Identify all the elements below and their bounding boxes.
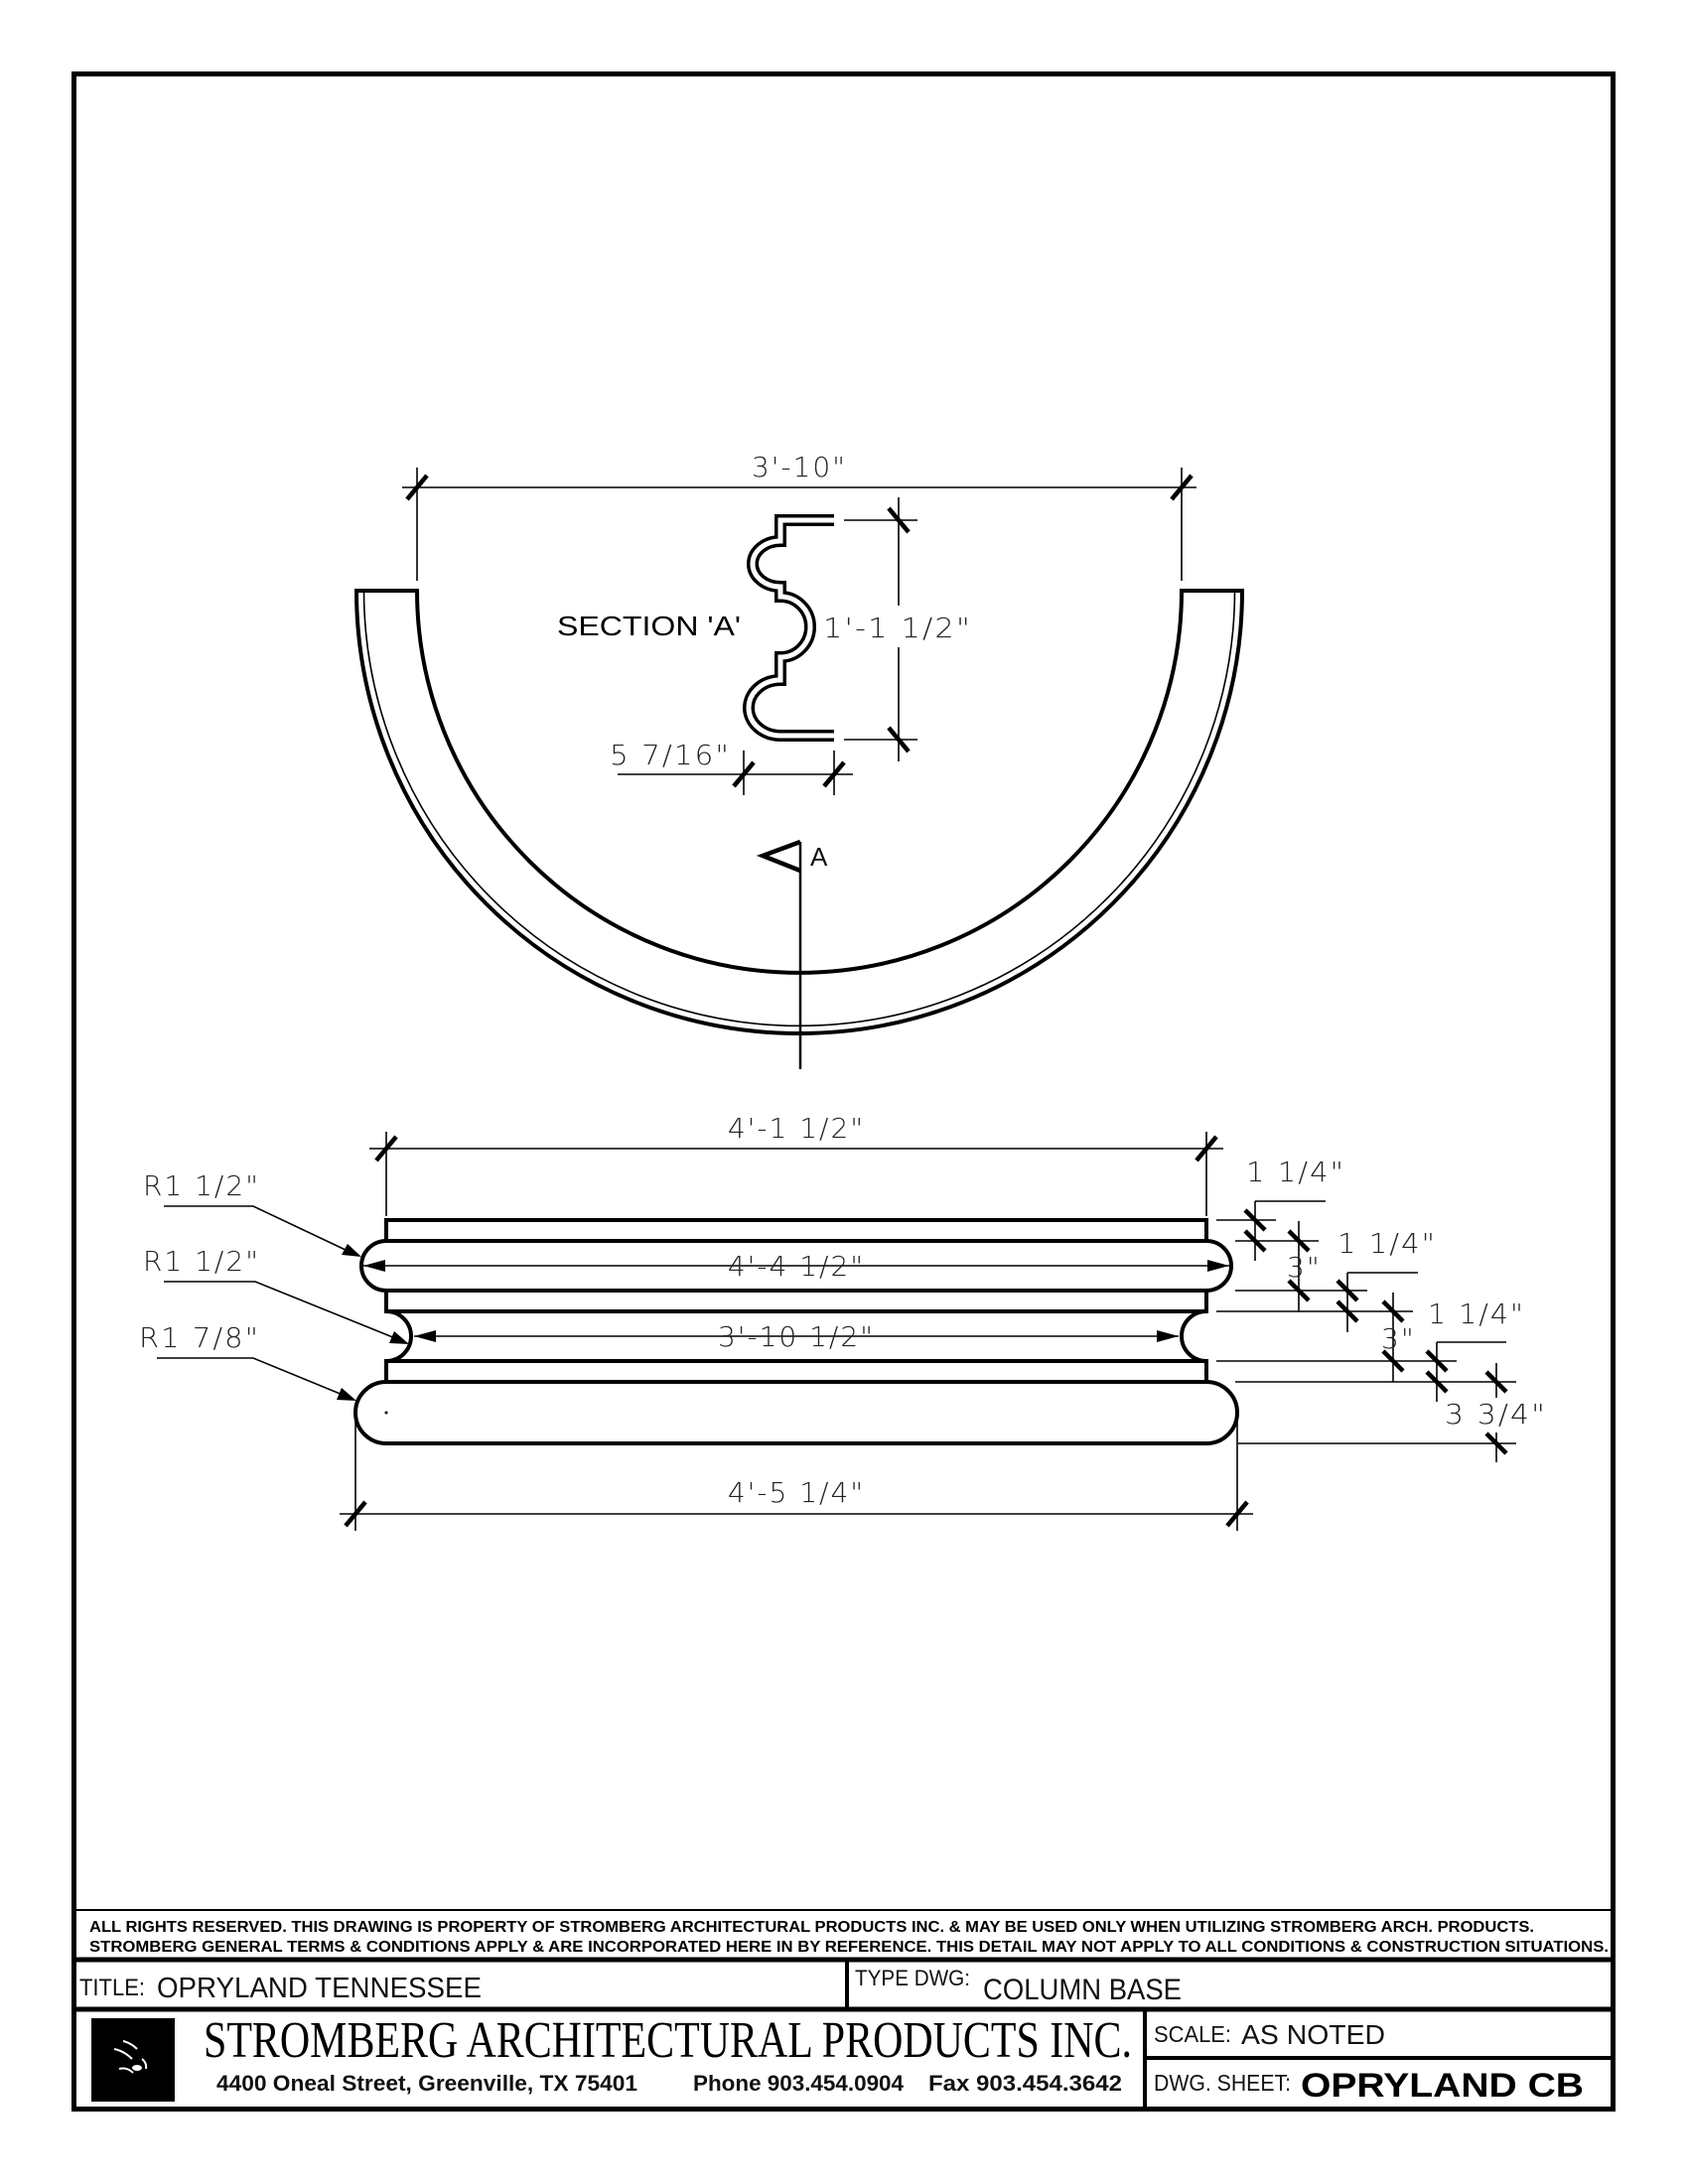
- disclaimer-line-1: ALL RIGHTS RESERVED. THIS DRAWING IS PRO…: [89, 1919, 1534, 1936]
- scotia-width-dimension: 3'-10 1/2": [414, 1320, 1179, 1353]
- title-block: ALL RIGHTS RESERVED. THIS DRAWING IS PRO…: [73, 1909, 1614, 2109]
- scale-label: SCALE:: [1154, 2021, 1231, 2047]
- fillet-3-label: 1 1/4": [1428, 1297, 1525, 1330]
- section-marker-label: A: [810, 842, 828, 872]
- fillet-1-label: 1 1/4": [1246, 1156, 1345, 1188]
- torus-height-label: 3": [1287, 1251, 1322, 1284]
- company-phone: Phone 903.454.0904: [693, 2071, 905, 2096]
- height-dimensions: 1 1/4" 3" 1 1/4" 3" 1 1/4": [1216, 1156, 1547, 1462]
- radius-lower-label: R1 7/8": [139, 1321, 260, 1354]
- plan-width-dimension: 3'-10": [402, 451, 1196, 581]
- dwg-sheet-value: OPRYLAND CB: [1301, 2067, 1584, 2105]
- section-depth-label: 5 7/16": [610, 739, 731, 771]
- title-value: OPRYLAND TENNESSEE: [157, 1973, 482, 2004]
- scale-value: AS NOTED: [1241, 2019, 1385, 2050]
- type-dwg-label: TYPE DWG:: [855, 1966, 970, 1990]
- section-arrow-icon: [756, 839, 801, 874]
- radius-upper-label: R1 1/2": [143, 1169, 260, 1202]
- bottom-width-label: 4'-5 1/4": [728, 1476, 865, 1509]
- scotia-height-label: 3": [1381, 1322, 1416, 1355]
- half-ring-outline: [353, 589, 1245, 1035]
- section-height-dimension: 1'-1 1/2": [823, 497, 972, 761]
- elevation-view: 4'-1 1/2" 4'-4 1/2" 3'-10 1/2" 4'-5 1/4"…: [139, 1112, 1547, 1531]
- disclaimer-line-2: STROMBERG GENERAL TERMS & CONDITIONS APP…: [89, 1939, 1609, 1956]
- lower-torus-height-label: 3 3/4": [1445, 1398, 1547, 1431]
- top-width-label: 4'-1 1/2": [728, 1112, 865, 1145]
- logo-swoosh-icon: [113, 2040, 148, 2074]
- profile-band-lines: [386, 1239, 1206, 1384]
- company-logo: [91, 2018, 175, 2102]
- radius-callout-lower: R1 7/8": [139, 1321, 356, 1401]
- radius-scotia-label: R1 1/2": [143, 1245, 260, 1278]
- leader-arrow-icon: [389, 1331, 409, 1344]
- plan-width-label: 3'-10": [752, 451, 847, 483]
- sheet-border: [71, 71, 1616, 2112]
- plan-view: 3'-10" SECTION 'A' 1'-1 1/2" 5 7/16": [353, 451, 1245, 1069]
- fillet-2-label: 1 1/4": [1337, 1227, 1437, 1260]
- radius-callout-scotia: R1 1/2": [143, 1245, 409, 1344]
- scotia-width-label: 3'-10 1/2": [718, 1320, 875, 1353]
- upper-torus-width-dimension: 4'-4 1/2": [363, 1250, 1229, 1283]
- company-address: 4400 Oneal Street, Greenville, TX 75401: [216, 2071, 637, 2096]
- company-fax: Fax 903.454.3642: [928, 2071, 1122, 2096]
- radius-callout-upper: R1 1/2": [143, 1169, 361, 1257]
- company-name: STROMBERG ARCHITECTURAL PRODUCTS INC.: [204, 2012, 1132, 2069]
- leader-arrow-icon: [342, 1244, 361, 1257]
- type-dwg-value: COLUMN BASE: [983, 1974, 1182, 2006]
- section-label: SECTION 'A': [557, 611, 741, 641]
- leader-arrow-icon: [337, 1388, 356, 1401]
- bottom-width-dimension: 4'-5 1/4": [340, 1420, 1253, 1531]
- top-width-dimension: 4'-1 1/2": [369, 1112, 1223, 1216]
- section-cut-marker: A: [756, 839, 828, 1069]
- section-height-label: 1'-1 1/2": [823, 612, 972, 644]
- title-label: TITLE:: [79, 1975, 145, 2001]
- upper-torus-width-label: 4'-4 1/2": [728, 1250, 865, 1283]
- dwg-sheet-label: DWG. SHEET:: [1154, 2070, 1291, 2096]
- section-depth-dimension: 5 7/16": [610, 739, 853, 795]
- section-a-profile: SECTION 'A': [557, 514, 834, 742]
